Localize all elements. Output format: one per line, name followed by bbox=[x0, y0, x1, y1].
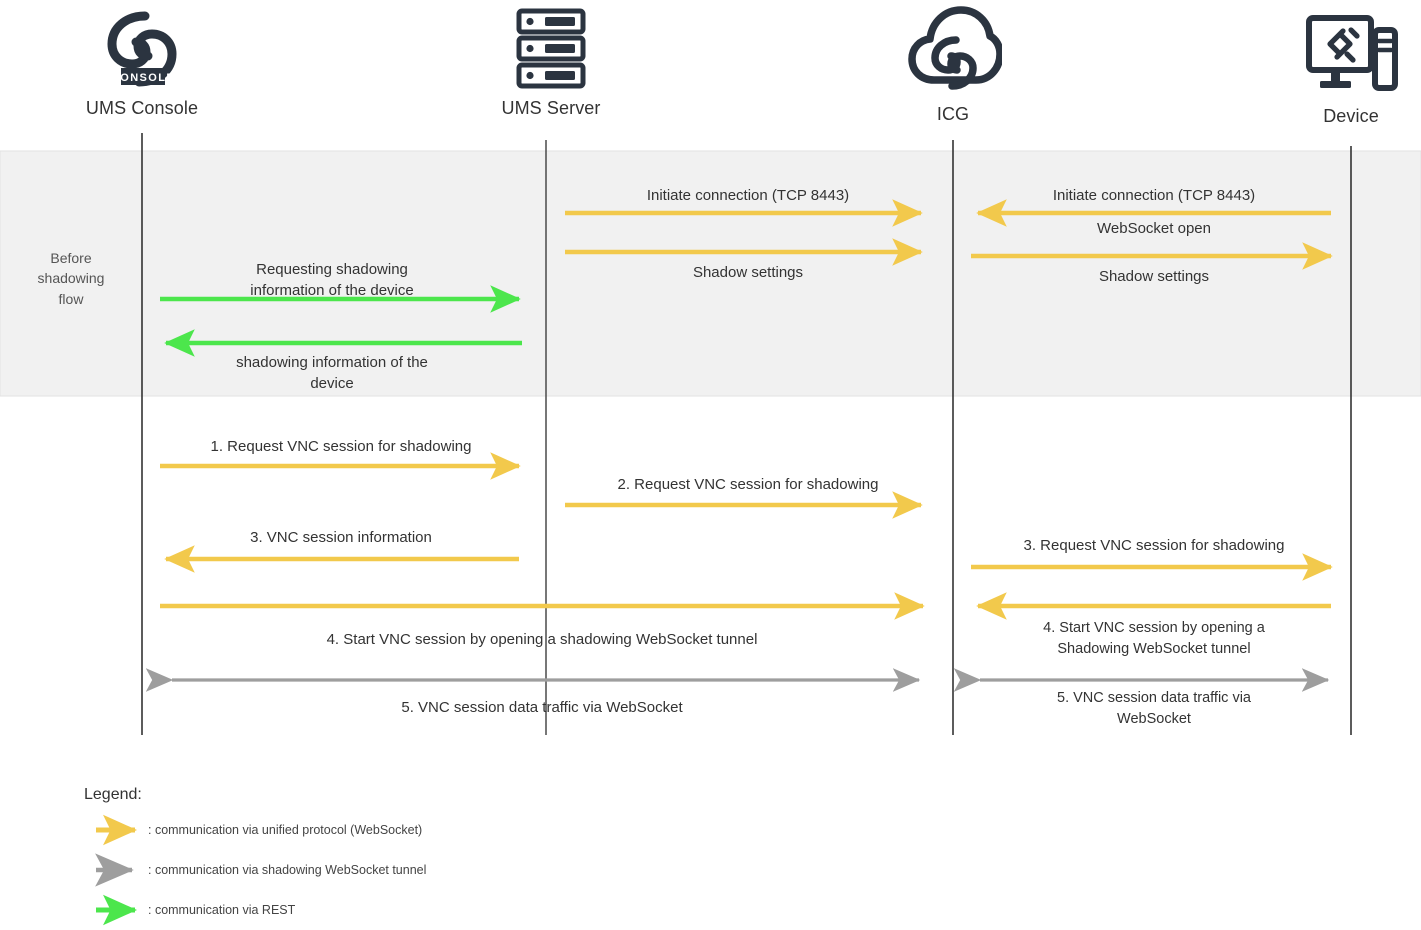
actor-device[interactable]: Device bbox=[1271, 8, 1421, 127]
before-shadowing-flow-label: Before shadowing flow bbox=[10, 248, 132, 309]
cloud-gateway-icon bbox=[873, 2, 1033, 101]
message-label-initiate-connection-server: Initiate connection (TCP 8443) bbox=[646, 187, 850, 204]
actor-label: UMS Console bbox=[85, 98, 199, 118]
actor-label: UMS Server bbox=[501, 98, 601, 118]
message-label-websocket-open: WebSocket open bbox=[1097, 220, 1211, 237]
band-label-line: Before bbox=[50, 250, 92, 266]
message-label-step-2: 2. Request VNC session for shadowing bbox=[617, 476, 879, 493]
svg-text:CONSOLE: CONSOLE bbox=[111, 72, 175, 84]
message-label-step-4-console: 4. Start VNC session by opening a shadow… bbox=[326, 631, 758, 648]
legend-item-rest: : communication via REST bbox=[148, 903, 296, 917]
message-label-step-5-console: 5. VNC session data traffic via WebSocke… bbox=[401, 699, 683, 716]
message-label-step-1: 1. Request VNC session for shadowing bbox=[210, 438, 472, 455]
actor-label: Device bbox=[1323, 106, 1379, 126]
message-label-shadowing-info-response: shadowing information of the device bbox=[236, 354, 428, 393]
ums-console-logo-icon: CONSOLE bbox=[62, 6, 222, 99]
message-label-step-5-device: 5. VNC session data traffic via WebSocke… bbox=[1057, 690, 1251, 727]
message-label-requesting-shadowing-info: Requesting shadowing information of the … bbox=[250, 261, 414, 300]
band-label-line: flow bbox=[58, 290, 84, 307]
actor-ums-server[interactable]: UMS Server bbox=[471, 6, 631, 119]
actor-icg[interactable]: ICG bbox=[873, 2, 1033, 125]
actor-ums-console[interactable]: CONSOLE UMS Console bbox=[62, 6, 222, 119]
server-rack-icon bbox=[471, 6, 631, 95]
message-label-shadow-settings-server: Shadow settings bbox=[692, 264, 804, 281]
legend-item-unified-protocol: : communication via unified protocol (We… bbox=[148, 823, 423, 837]
message-label-shadow-settings-device: Shadow settings bbox=[1098, 268, 1210, 285]
legend-item-shadowing-tunnel: : communication via shadowing WebSocket … bbox=[148, 863, 427, 877]
message-label-initiate-connection-device: Initiate connection (TCP 8443) bbox=[1052, 187, 1256, 204]
message-label-step-3-device: 3. Request VNC session for shadowing bbox=[1023, 537, 1285, 554]
band-label-line: shadowing bbox=[37, 270, 105, 287]
actor-label: ICG bbox=[936, 104, 970, 124]
message-label-step-4-device: 4. Start VNC session by opening a Shadow… bbox=[1043, 620, 1265, 657]
message-label-step-3-console: 3. VNC session information bbox=[250, 529, 432, 546]
legend-title: Legend: bbox=[84, 786, 142, 803]
desktop-device-icon bbox=[1271, 8, 1421, 105]
